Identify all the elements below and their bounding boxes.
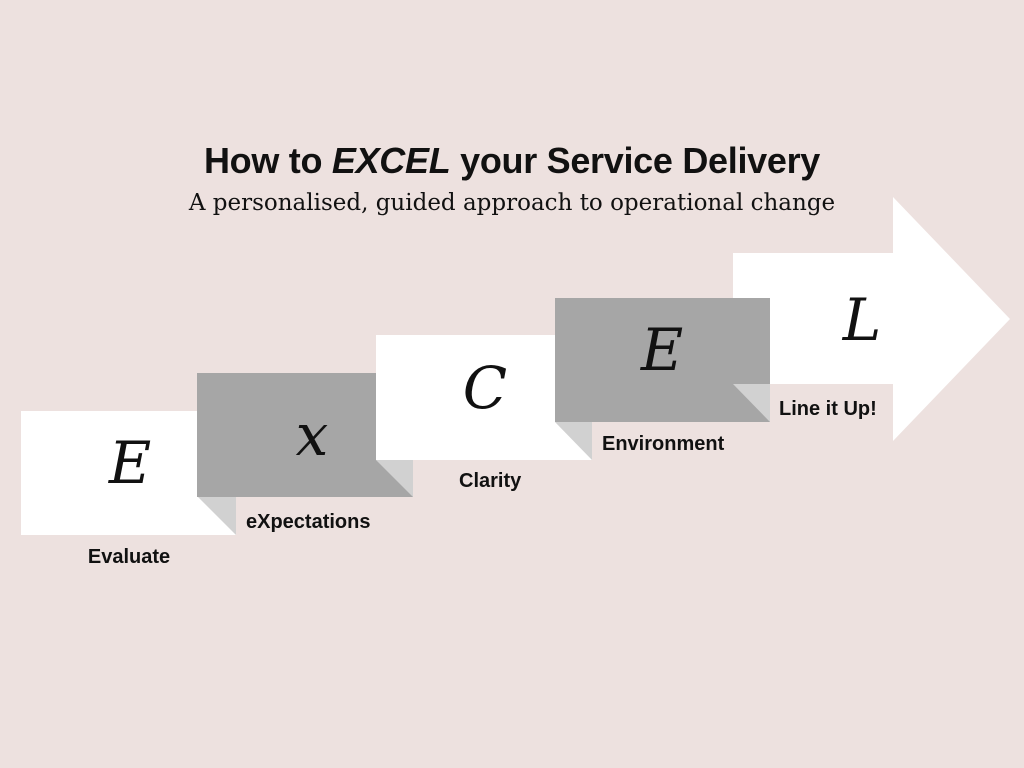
step-3-letter: C — [463, 354, 507, 422]
step-4-fold — [733, 384, 770, 422]
step-5-label: Line it Up! — [779, 398, 877, 420]
page-title: How to EXCEL your Service Delivery — [0, 140, 1024, 182]
step-4-box-front — [555, 298, 733, 422]
title-suffix: your Service Delivery — [450, 140, 821, 181]
step-2-letter: x — [296, 401, 329, 469]
step-1-letter: E — [108, 429, 151, 497]
step-1-fold — [198, 497, 236, 535]
step-4-letter: E — [640, 316, 683, 384]
step-2-fold — [376, 460, 413, 497]
step-3-box-front — [376, 335, 555, 460]
step-3-fold — [555, 422, 592, 460]
title-prefix: How to — [203, 140, 332, 181]
step-4-label: Environment — [602, 433, 725, 455]
title-emphasis: EXCEL — [331, 140, 451, 181]
step-3-label: Clarity — [459, 470, 522, 492]
subtitle: A personalised, guided approach to opera… — [188, 190, 836, 216]
step-1-label: Evaluate — [88, 546, 170, 568]
step-2-box-front — [197, 373, 376, 497]
step-5-arrow — [733, 197, 1010, 441]
step-5-letter: L — [842, 286, 882, 354]
step-2-label: eXpectations — [246, 511, 370, 533]
